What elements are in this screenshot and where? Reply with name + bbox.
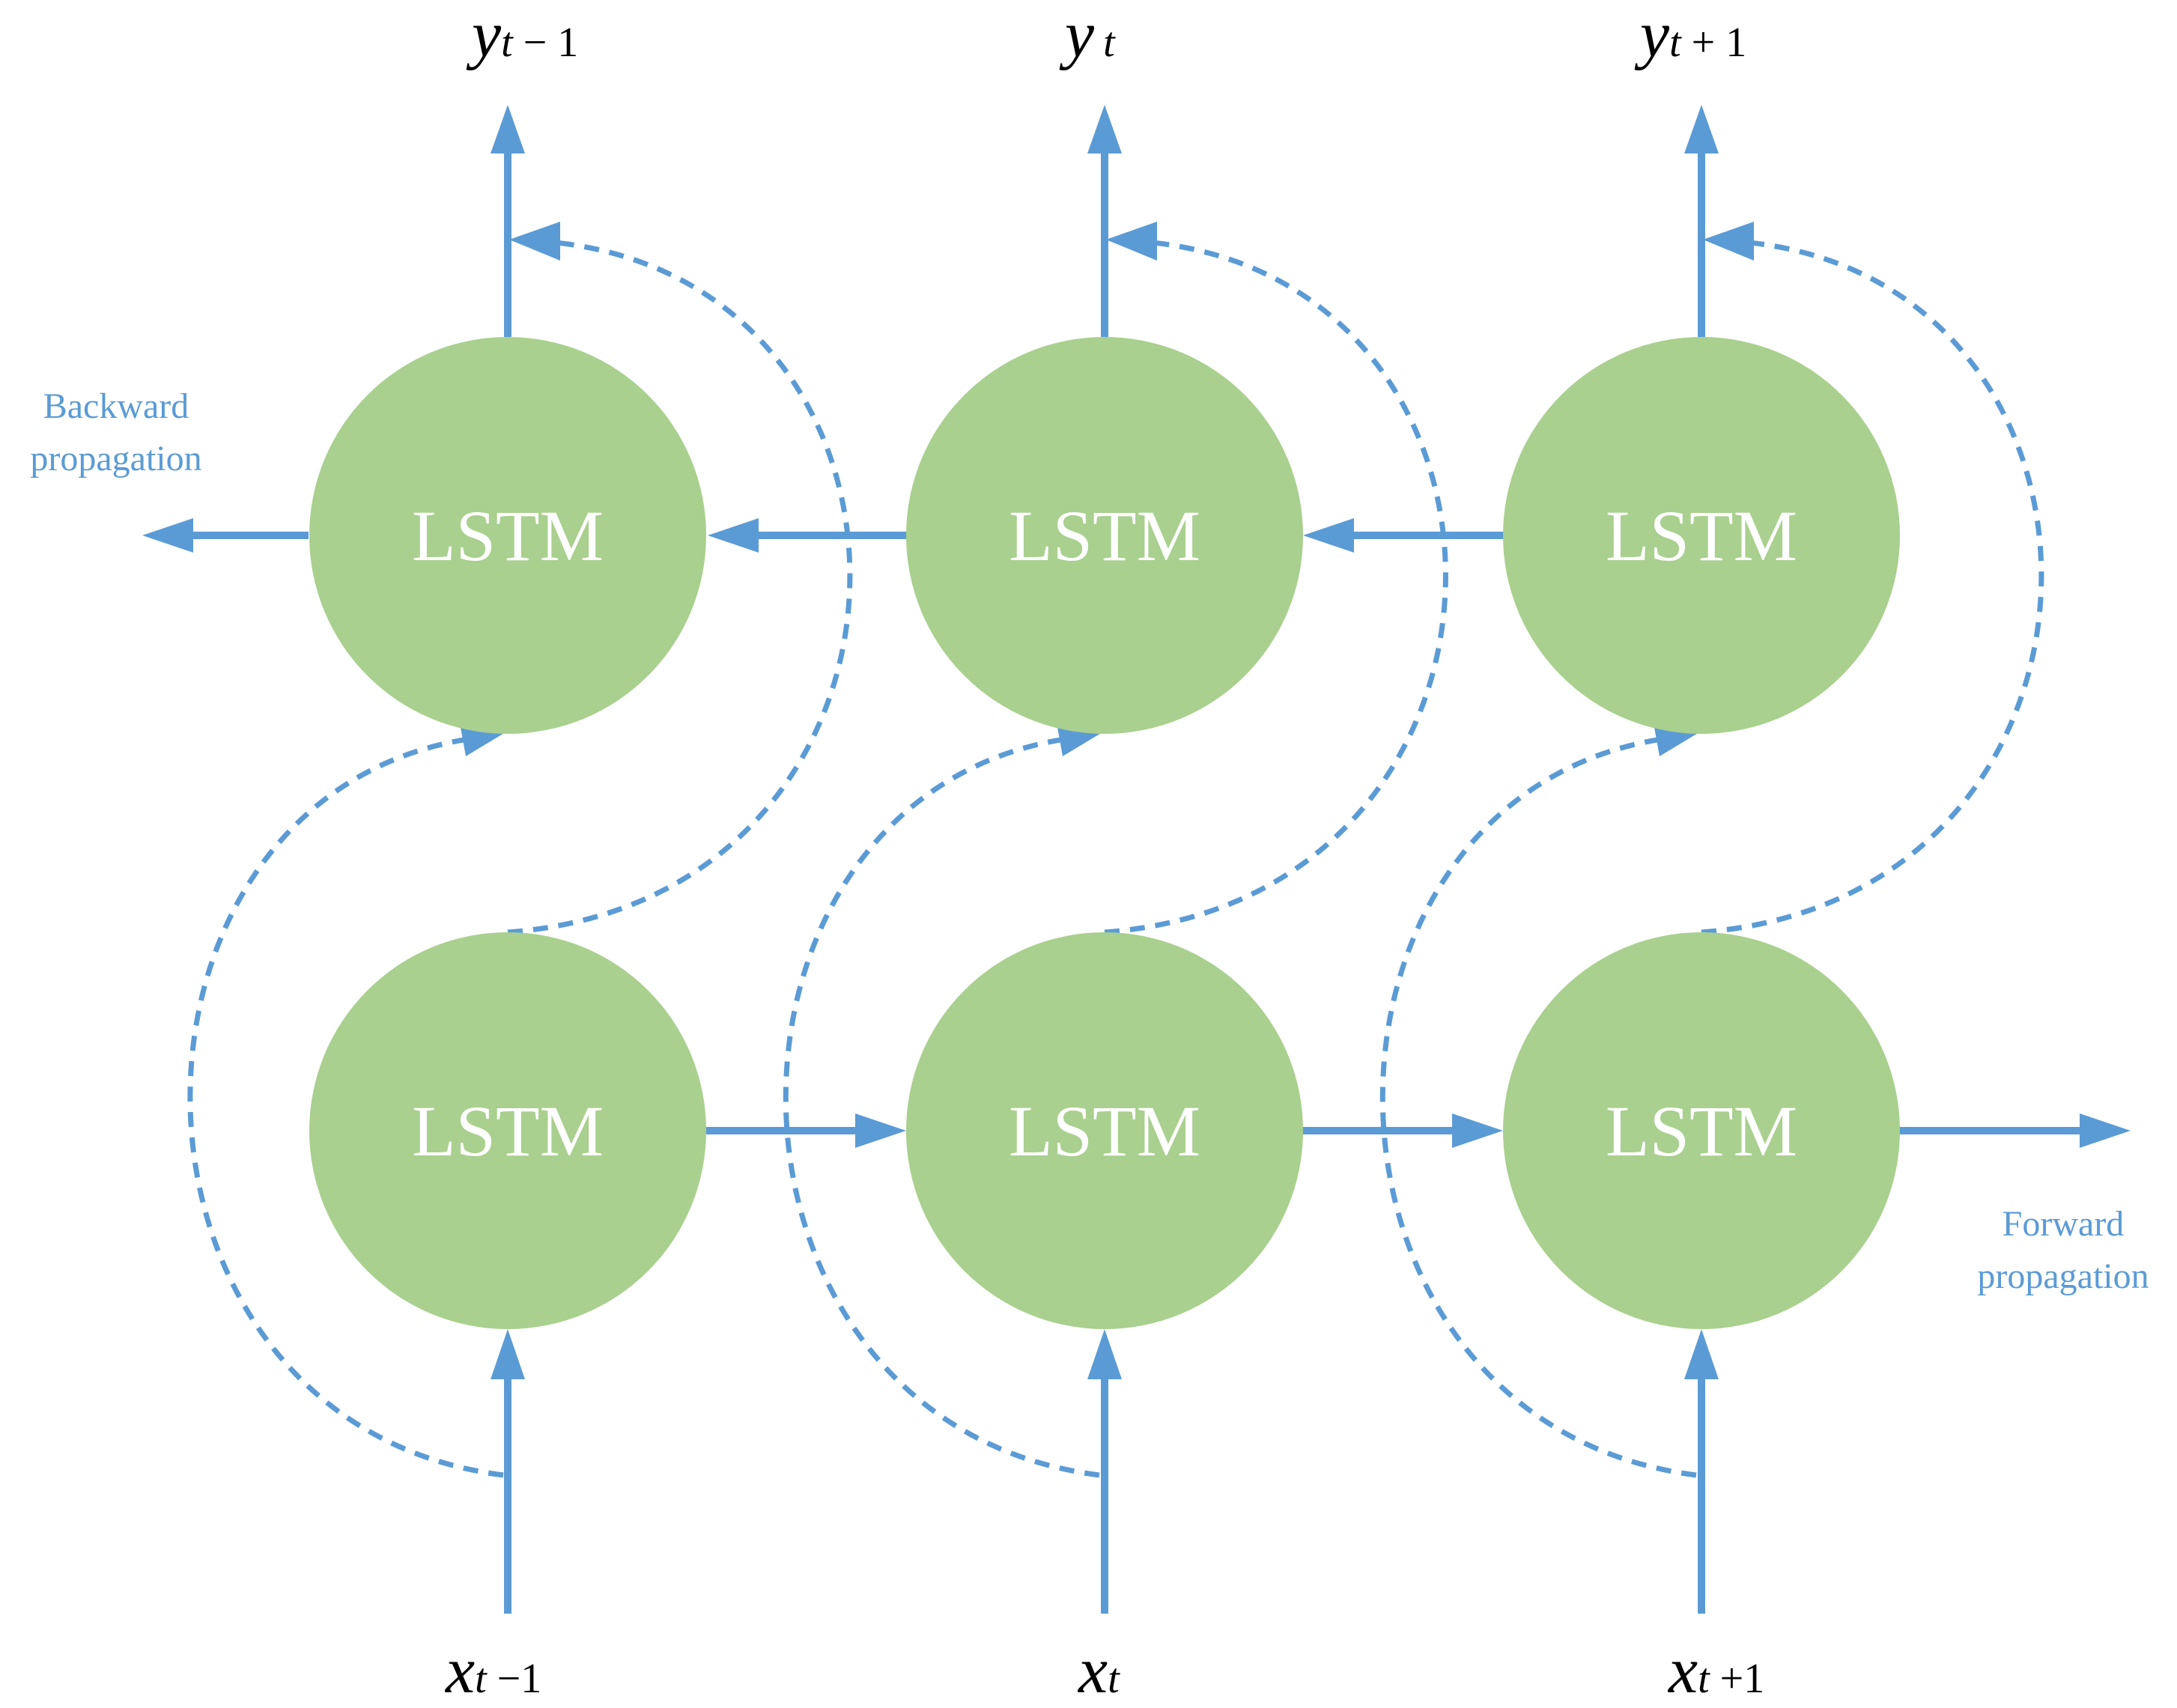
output-label-1-subvar: t <box>501 19 514 66</box>
forward-layer: LSTM LSTM LSTM <box>309 932 1900 1329</box>
dashed-arrowhead-forward-to-output-2 <box>1106 222 1157 261</box>
backward-node-label-3: LSTM <box>1606 496 1797 576</box>
backward-lstm-node-3: LSTM <box>1503 337 1900 734</box>
input-label-2-base: x <box>1077 1635 1108 1707</box>
input-label-2: xt <box>1077 1635 1120 1707</box>
backward-node-circle-2 <box>906 337 1303 734</box>
forward-lstm-node-2: LSTM <box>906 932 1303 1329</box>
forward-propagation-caption: Forward propagation <box>1977 1204 2149 1296</box>
output-label-2-subvar: t <box>1103 19 1116 66</box>
input-label-2-subvar: t <box>1108 1656 1120 1702</box>
backward-node-circle-3 <box>1503 337 1900 734</box>
input-label-1-subrest: −1 <box>487 1656 542 1702</box>
output-label-3-subrest: + 1 <box>1681 19 1747 66</box>
dashed-arc-forward-to-output-3 <box>1701 238 2044 935</box>
backward-arrowhead-1 <box>708 518 759 553</box>
backward-propagation-caption: Backward propagation <box>30 386 201 478</box>
backward-layer: LSTM LSTM LSTM <box>309 337 1900 734</box>
input-labels: xt −1 xt xt +1 <box>444 1635 1764 1707</box>
forward-node-circle-3 <box>1503 932 1900 1329</box>
backward-arrowhead-0 <box>142 518 193 553</box>
output-label-3-base: y <box>1634 0 1670 71</box>
input-label-3-subvar: t <box>1698 1656 1710 1702</box>
forward-node-label-1: LSTM <box>412 1091 604 1171</box>
backward-node-label-2: LSTM <box>1009 496 1200 576</box>
forward-lstm-node-1: LSTM <box>309 932 706 1329</box>
forward-arrowhead-1 <box>855 1113 906 1148</box>
forward-caption-line2: propagation <box>1977 1256 2149 1296</box>
input-label-3-subrest: +1 <box>1710 1656 1765 1702</box>
forward-node-circle-2 <box>906 932 1303 1329</box>
input-arrowhead-3 <box>1684 1329 1719 1379</box>
dashed-arrowhead-forward-to-output-1 <box>509 222 560 261</box>
input-arrowhead-1 <box>491 1329 525 1379</box>
output-label-1-subrest: − 1 <box>513 19 579 66</box>
backward-node-circle-1 <box>309 337 706 734</box>
output-label-1-base: y <box>466 0 502 71</box>
input-label-3-base: x <box>1667 1635 1698 1707</box>
dashed-arc-forward-to-output-1 <box>507 238 853 935</box>
forward-arrowhead-2 <box>1452 1113 1503 1148</box>
forward-node-label-3: LSTM <box>1606 1091 1797 1171</box>
output-label-3: yt + 1 <box>1634 0 1746 71</box>
forward-arrowhead-3 <box>2080 1113 2131 1148</box>
forward-caption-line1: Forward <box>2003 1204 2125 1244</box>
solid-arrows <box>142 105 2131 1614</box>
output-label-1: yt − 1 <box>466 0 578 71</box>
forward-node-label-2: LSTM <box>1009 1091 1200 1171</box>
input-label-1: xt −1 <box>444 1635 541 1707</box>
backward-node-label-1: LSTM <box>412 496 604 576</box>
backward-arrowhead-2 <box>1303 518 1354 553</box>
dashed-connections <box>187 222 2044 1478</box>
forward-lstm-node-3: LSTM <box>1503 932 1900 1329</box>
output-label-2-base: y <box>1059 0 1095 71</box>
dashed-arc-forward-to-output-2 <box>1104 238 1448 935</box>
output-arrowhead-2 <box>1087 105 1122 154</box>
output-arrowhead-1 <box>491 105 525 154</box>
dashed-arrowhead-forward-to-output-3 <box>1703 222 1754 261</box>
input-arrowhead-2 <box>1087 1329 1122 1379</box>
forward-node-circle-1 <box>309 932 706 1329</box>
backward-caption-line1: Backward <box>43 386 189 426</box>
output-label-3-subvar: t <box>1669 19 1682 66</box>
backward-lstm-node-1: LSTM <box>309 337 706 734</box>
backward-lstm-node-2: LSTM <box>906 337 1303 734</box>
input-label-1-subvar: t <box>475 1656 488 1702</box>
backward-caption-line2: propagation <box>30 439 201 478</box>
output-arrowhead-3 <box>1684 105 1719 154</box>
input-label-1-base: x <box>444 1635 475 1707</box>
input-label-3: xt +1 <box>1667 1635 1764 1707</box>
